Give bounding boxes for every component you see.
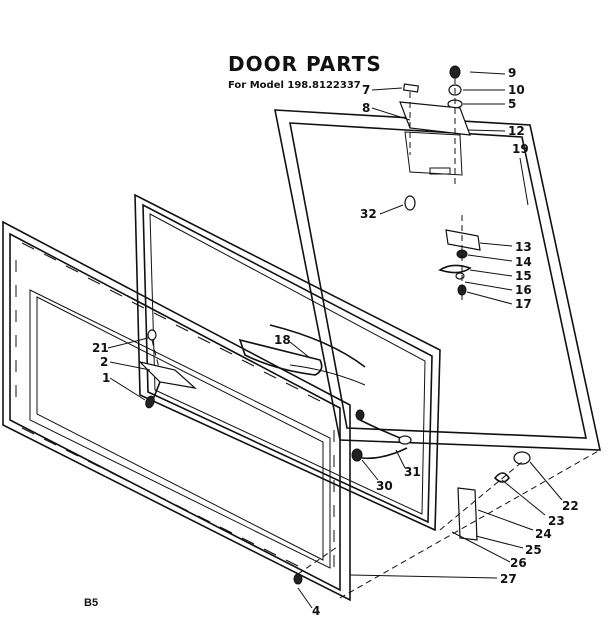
callout-12: 12 bbox=[508, 124, 525, 138]
callout-25: 25 bbox=[525, 543, 542, 557]
callout-21: 21 bbox=[92, 341, 109, 355]
panel-slots bbox=[15, 242, 335, 567]
callout-5: 5 bbox=[508, 97, 517, 111]
callout-8: 8 bbox=[362, 101, 371, 115]
callout-16: 16 bbox=[515, 283, 532, 297]
callout-22: 22 bbox=[562, 499, 579, 513]
callout-1: 1 bbox=[102, 371, 111, 385]
callout-10: 10 bbox=[508, 83, 525, 97]
callout-23: 23 bbox=[548, 514, 565, 528]
callout-19: 19 bbox=[512, 142, 529, 156]
page-code: B5 bbox=[84, 597, 99, 609]
diagram-title: DOOR PARTS bbox=[228, 52, 382, 76]
callout-17: 17 bbox=[515, 297, 532, 311]
choke-seal-frame bbox=[134, 193, 441, 532]
callout-7: 7 bbox=[362, 83, 371, 97]
lower-hardware bbox=[293, 449, 601, 599]
hinge-parts bbox=[351, 409, 412, 462]
handle-parts bbox=[138, 329, 197, 409]
callout-31: 31 bbox=[404, 465, 421, 479]
front-door-panel bbox=[2, 220, 351, 602]
callout-30: 30 bbox=[376, 479, 393, 493]
callout-15: 15 bbox=[515, 269, 532, 283]
top-latch-parts bbox=[399, 65, 471, 185]
callout-26: 26 bbox=[510, 556, 527, 570]
callout-24: 24 bbox=[535, 527, 552, 541]
shield-bar bbox=[238, 324, 366, 386]
callout-18: 18 bbox=[274, 333, 291, 347]
callout-13: 13 bbox=[515, 240, 532, 254]
callout-27: 27 bbox=[500, 572, 517, 586]
model-number: For Model 198.8122337 bbox=[228, 80, 361, 91]
callout-32: 32 bbox=[360, 207, 377, 221]
hook-assembly bbox=[404, 195, 481, 300]
callout-4: 4 bbox=[312, 604, 321, 618]
callout-14: 14 bbox=[515, 255, 532, 269]
callout-2: 2 bbox=[100, 355, 109, 369]
callout-9: 9 bbox=[508, 66, 517, 80]
leader-lines bbox=[107, 71, 563, 609]
